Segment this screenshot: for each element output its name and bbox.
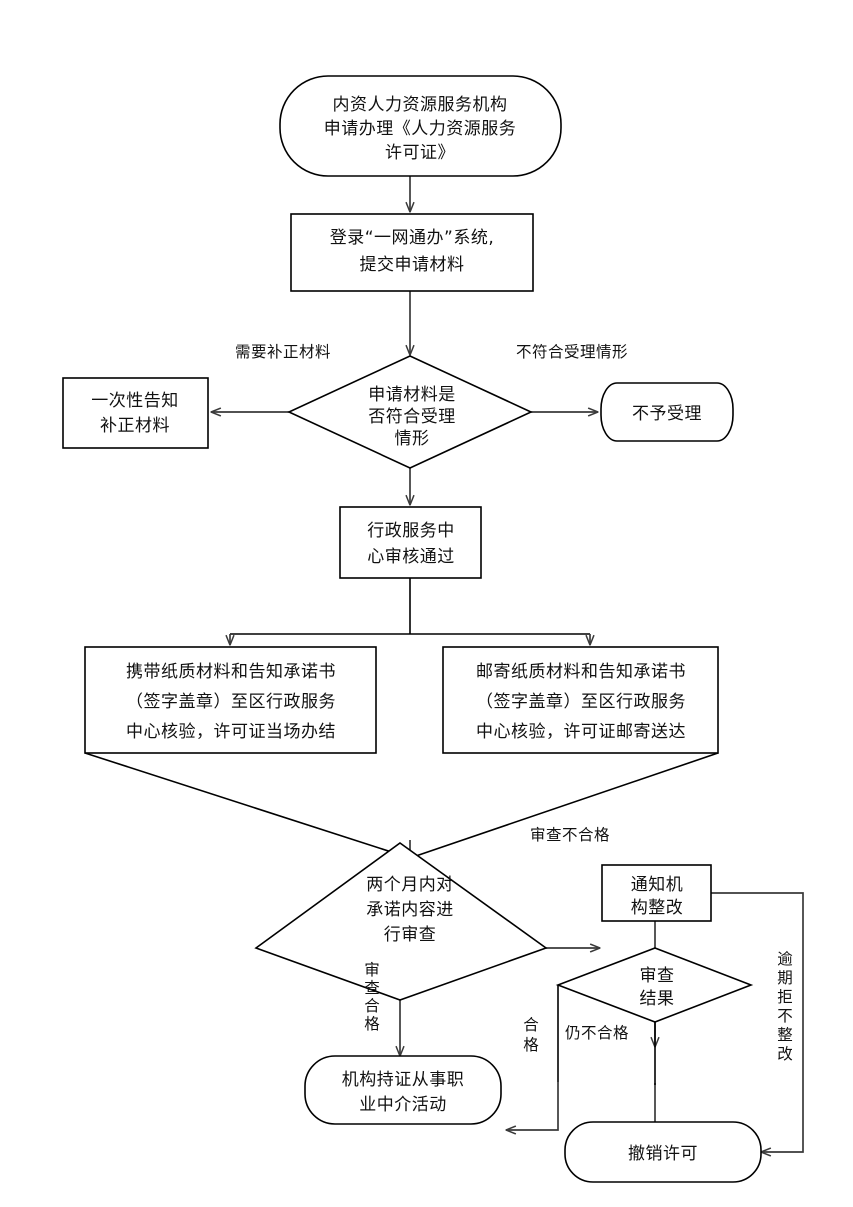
node-check-accept-line-0: 申请材料是 xyxy=(368,385,456,405)
edge-label-overdue-char-1: 期 xyxy=(777,969,793,987)
node-check-accept-line-2: 情形 xyxy=(395,429,430,449)
edge-label-need-correction: 需要补正材料 xyxy=(235,343,331,361)
node-two-month-review-line-2: 行审查 xyxy=(384,925,437,945)
result-diamond-stems xyxy=(557,985,656,1085)
node-mail-paper: 邮寄纸质材料和告知承诺书 （签字盖章）至区行政服务 中心核验，许可证邮寄送达 xyxy=(442,646,719,754)
edge-label-review-passed-char-0: 审 xyxy=(364,961,380,979)
edge-label-overdue-char-3: 不 xyxy=(777,1007,793,1025)
node-start-line-1: 申请办理《人力资源服务 xyxy=(324,119,517,139)
node-bring-paper: 携带纸质材料和告知承诺书 （签字盖章）至区行政服务 中心核验，许可证当场办结 xyxy=(84,646,377,754)
node-center-approved: 行政服务中 心审核通过 xyxy=(339,506,482,579)
edge-result-qualified xyxy=(506,1082,559,1130)
node-start: 内资人力资源服务机构 申请办理《人力资源服务 许可证》 xyxy=(279,75,562,177)
node-reject-accept-line-0: 不予受理 xyxy=(632,404,702,424)
edge-label-review-passed-char-2: 合 xyxy=(364,997,380,1015)
node-notify-correction-line-1: 补正材料 xyxy=(100,416,170,436)
node-check-accept: 申请材料是 否符合受理 情形 xyxy=(287,355,533,469)
node-licensed-operation-line-1: 业中介活动 xyxy=(359,1095,447,1115)
edge-label-overdue-char-4: 整 xyxy=(777,1026,793,1044)
node-reject-accept: 不予受理 xyxy=(600,382,734,442)
node-bring-paper-line-0: 携带纸质材料和告知承诺书 xyxy=(126,662,336,682)
edge-label-overdue-char-0: 逾 xyxy=(777,950,793,968)
node-bring-paper-shape xyxy=(84,646,377,754)
edge-label-qualified-char-0: 合 xyxy=(523,1016,539,1034)
node-check-accept-shape xyxy=(287,355,533,469)
edge-label-overdue-char-2: 拒 xyxy=(777,988,793,1006)
node-revoke-license: 撤销许可 xyxy=(564,1121,762,1183)
node-login-line-1: 提交申请材料 xyxy=(360,255,465,275)
node-review-result-line-1: 结果 xyxy=(640,989,675,1009)
node-mail-paper-shape xyxy=(442,646,719,754)
edge-label-review-passed-char-3: 格 xyxy=(364,1015,380,1033)
node-bring-paper-line-2: 中心核验，许可证当场办结 xyxy=(126,722,336,742)
node-center-approved-shape xyxy=(339,506,482,579)
node-reject-accept-shape xyxy=(600,382,734,442)
node-notify-correction-shape xyxy=(62,377,209,449)
edge-merge-right xyxy=(409,752,719,859)
node-licensed-operation-line-0: 机构持证从事职 xyxy=(342,1070,465,1090)
node-notify-correction: 一次性告知 补正材料 xyxy=(62,377,209,449)
edge-label-review-failed: 审查不合格 xyxy=(530,826,610,844)
node-notify-rectify-shape xyxy=(601,864,712,922)
edge-label-overdue-char-5: 改 xyxy=(777,1045,793,1063)
node-login-line-0: 登录“一网通办”系统, xyxy=(330,228,495,248)
node-review-result-line-0: 审查 xyxy=(640,966,675,986)
node-two-month-review-line-1: 承诺内容进 xyxy=(366,900,454,920)
node-mail-paper-line-0: 邮寄纸质材料和告知承诺书 xyxy=(476,662,686,682)
node-center-approved-line-1: 心审核通过 xyxy=(367,547,455,567)
edge-label-qualified-char-1: 格 xyxy=(523,1036,539,1054)
node-bring-paper-line-1: （签字盖章）至区行政服务 xyxy=(126,692,336,712)
node-revoke-license-shape xyxy=(564,1121,762,1183)
node-login-shape xyxy=(290,213,534,292)
edge-label-qualified: 合 格 xyxy=(523,1016,539,1054)
node-start-line-0: 内资人力资源服务机构 xyxy=(333,95,508,115)
node-start-shape xyxy=(279,75,562,177)
edge-merge-left xyxy=(84,752,411,859)
node-login: 登录“一网通办”系统, 提交申请材料 xyxy=(290,213,534,292)
edge-label-review-passed-char-1: 查 xyxy=(364,979,380,997)
node-mail-paper-line-1: （签字盖章）至区行政服务 xyxy=(476,692,686,712)
node-two-month-review-shape xyxy=(254,842,548,1001)
node-check-accept-line-1: 否符合受理 xyxy=(368,407,456,427)
node-notify-correction-line-0: 一次性告知 xyxy=(91,391,179,411)
edge-label-still-unqualified: 仍不合格 xyxy=(565,1024,629,1042)
edge-label-not-meeting-acceptance: 不符合受理情形 xyxy=(516,343,628,361)
edge-label-review-passed: 审 查 合 格 xyxy=(364,961,380,1033)
node-notify-rectify-line-1: 构整改 xyxy=(631,898,684,918)
node-notify-rectify-line-0: 通知机 xyxy=(631,875,684,895)
node-start-line-2: 许可证》 xyxy=(385,143,455,163)
node-licensed-operation: 机构持证从事职 业中介活动 xyxy=(304,1055,502,1125)
node-review-result: 审查 结果 xyxy=(555,947,754,1023)
node-notify-rectify: 通知机 构整改 xyxy=(601,864,712,922)
node-licensed-operation-shape xyxy=(304,1055,502,1125)
node-two-month-review: 两个月内对 承诺内容进 行审查 xyxy=(254,842,548,1001)
edge-overdue-to-revoke xyxy=(711,892,804,1152)
node-two-month-review-line-0: 两个月内对 xyxy=(366,875,454,895)
node-mail-paper-line-2: 中心核验，许可证邮寄送达 xyxy=(476,722,686,742)
node-revoke-license-line-0: 撤销许可 xyxy=(628,1144,698,1164)
node-center-approved-line-0: 行政服务中 xyxy=(367,521,455,541)
edge-label-overdue-refuse-rectify: 逾 期 拒 不 整 改 xyxy=(777,950,793,1063)
